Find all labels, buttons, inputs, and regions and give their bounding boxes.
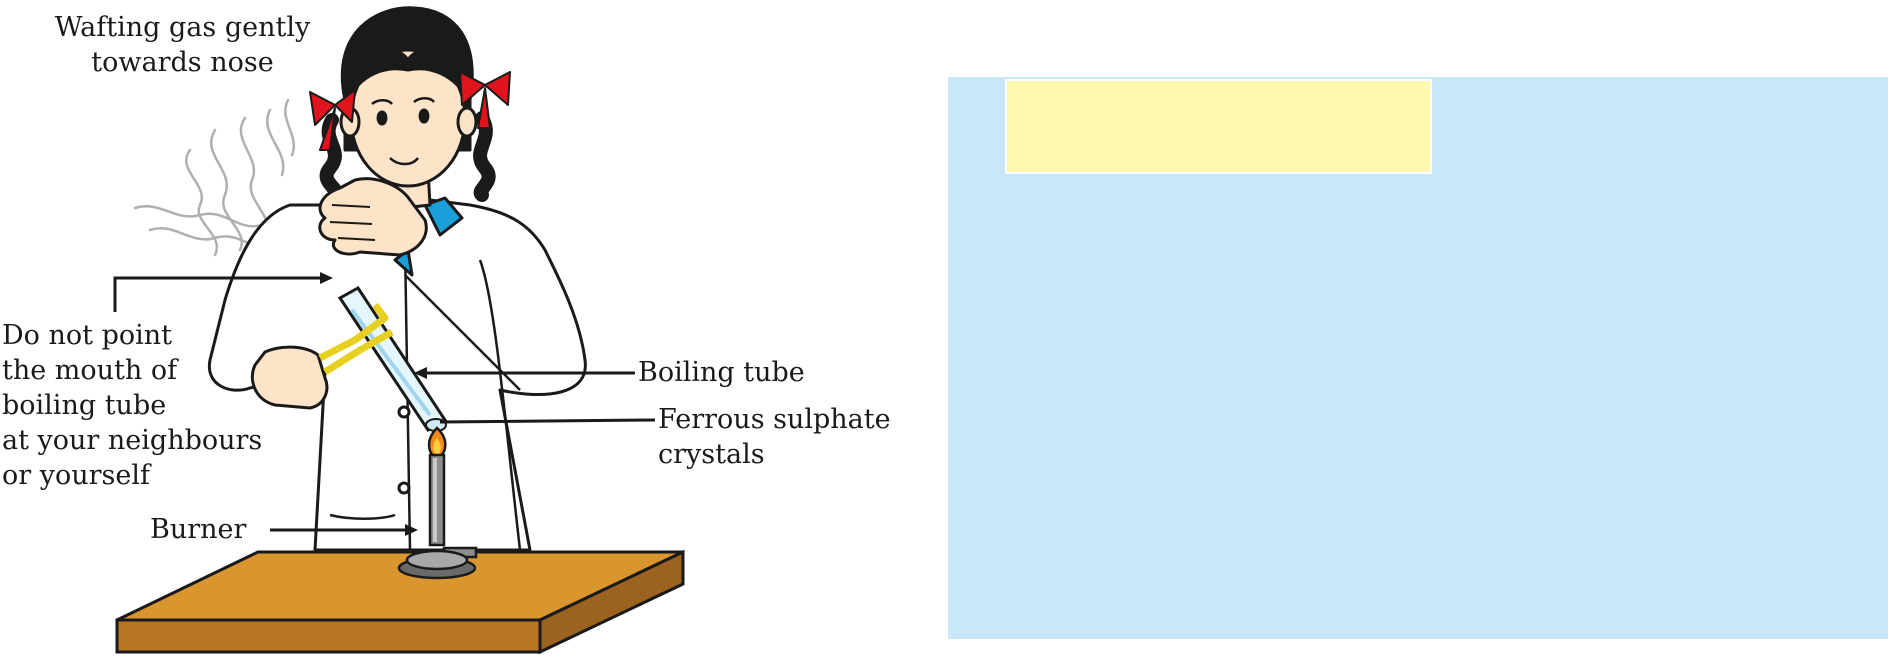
- callout-lines: [113, 276, 656, 532]
- warning-pointer: [113, 276, 325, 312]
- label-warning-line: boiling tube: [2, 390, 167, 421]
- ferrous-sulphate-pointer: [439, 418, 656, 424]
- fumes: [133, 98, 302, 274]
- ribbon-right: [459, 71, 511, 129]
- label-ferrous-line2: crystals: [658, 439, 765, 470]
- label-boiling-tube: Boiling tube: [638, 357, 805, 388]
- label-warning-line: at your neighbours: [2, 425, 263, 456]
- boiling-tube: [337, 286, 448, 433]
- test-tube-holder: [318, 302, 394, 375]
- label-warning-line: or yourself: [2, 460, 151, 491]
- table: [115, 549, 685, 655]
- bunsen-burner: [397, 426, 478, 580]
- label-ferrous-line1: Ferrous sulphate: [658, 404, 891, 435]
- ribbon-left: [309, 89, 356, 151]
- label-ferrous-sulphate: Ferrous sulphate crystals: [658, 402, 891, 472]
- label-wafting: Wafting gas gently towards nose: [40, 10, 325, 80]
- label-wafting-line2: towards nose: [91, 47, 274, 78]
- label-warning: Do not point the mouth of boiling tube a…: [2, 318, 262, 493]
- label-burner: Burner: [150, 514, 247, 545]
- label-warning-line: the mouth of: [2, 355, 178, 386]
- arrowheads: [320, 272, 427, 536]
- label-warning-line: Do not point: [2, 320, 172, 351]
- label-wafting-line1: Wafting gas gently: [54, 12, 311, 43]
- blank-note-box: [1005, 79, 1432, 174]
